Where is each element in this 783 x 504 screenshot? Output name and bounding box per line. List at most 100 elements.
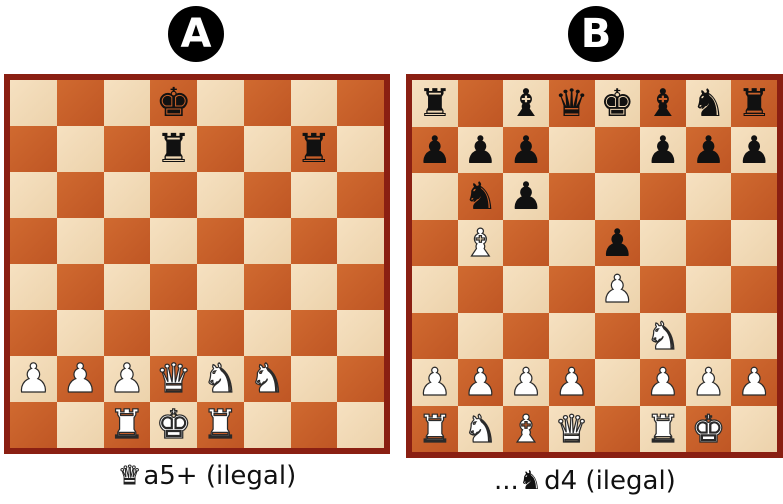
white-pawn-icon: ♟: [418, 363, 452, 401]
square-e2: ♞: [197, 356, 244, 402]
square-d3: [549, 313, 595, 360]
black-rook-icon: ♜: [418, 84, 452, 122]
square-e5: [197, 218, 244, 264]
square-g5: [291, 218, 338, 264]
square-f4: [244, 264, 291, 310]
white-queen-icon: ♛: [156, 359, 192, 399]
white-pawn-icon: ♟: [555, 363, 589, 401]
white-pawn-icon: ♟: [692, 363, 726, 401]
square-g7: ♟: [686, 127, 732, 174]
square-b3: [57, 310, 104, 356]
square-h6: [337, 172, 384, 218]
square-d7: ♜: [150, 126, 197, 172]
square-d1: ♚: [150, 402, 197, 448]
square-e7: [595, 127, 641, 174]
square-d8: ♚: [150, 80, 197, 126]
square-b6: [57, 172, 104, 218]
square-e7: [197, 126, 244, 172]
square-d5: [150, 218, 197, 264]
square-d7: [549, 127, 595, 174]
square-g2: ♟: [686, 359, 732, 406]
black-knight-icon: ♞: [692, 84, 726, 122]
square-f1: [244, 402, 291, 448]
square-e1: [595, 406, 641, 453]
square-g8: [291, 80, 338, 126]
square-c6: [104, 172, 151, 218]
square-a8: ♜: [412, 80, 458, 127]
square-f3: ♞: [640, 313, 686, 360]
caption-b-move: d4 (ilegal): [544, 466, 676, 496]
square-b8: [458, 80, 504, 127]
chessboard-a: ♚♜♜♟♟♟♛♞♞♜♚♜: [4, 74, 390, 454]
square-g4: [686, 266, 732, 313]
square-d4: [150, 264, 197, 310]
square-c4: [104, 264, 151, 310]
square-a4: [412, 266, 458, 313]
black-bishop-icon: ♝: [646, 84, 680, 122]
square-h2: ♟: [731, 359, 777, 406]
square-e8: ♚: [595, 80, 641, 127]
white-pawn-icon: ♟: [600, 270, 634, 308]
square-f3: [244, 310, 291, 356]
square-h1: [731, 406, 777, 453]
square-g6: [686, 173, 732, 220]
square-c2: ♟: [503, 359, 549, 406]
square-c1: ♜: [104, 402, 151, 448]
square-c2: ♟: [104, 356, 151, 402]
white-queen-icon: ♛: [118, 461, 141, 491]
caption-a: ♛ a5+ (ilegal): [118, 461, 296, 491]
square-b2: ♟: [57, 356, 104, 402]
black-pawn-icon: ♟: [509, 131, 543, 169]
square-e4: [197, 264, 244, 310]
square-e5: ♟: [595, 220, 641, 267]
black-knight-icon: ♞: [463, 177, 497, 215]
square-b4: [458, 266, 504, 313]
square-e3: [197, 310, 244, 356]
black-bishop-icon: ♝: [509, 84, 543, 122]
caption-b: ... ♞ d4 (ilegal): [494, 466, 676, 496]
square-b4: [57, 264, 104, 310]
white-pawn-icon: ♟: [509, 363, 543, 401]
square-c5: [503, 220, 549, 267]
square-b2: ♟: [458, 359, 504, 406]
square-c8: ♝: [503, 80, 549, 127]
square-b1: [57, 402, 104, 448]
square-a2: ♟: [10, 356, 57, 402]
white-knight-icon: ♞: [249, 359, 285, 399]
black-pawn-icon: ♟: [692, 131, 726, 169]
square-a3: [10, 310, 57, 356]
square-h7: ♟: [731, 127, 777, 174]
chessboard-a-grid: ♚♜♜♟♟♟♛♞♞♜♚♜: [10, 80, 384, 448]
black-pawn-icon: ♟: [509, 177, 543, 215]
black-pawn-icon: ♟: [737, 131, 771, 169]
square-f5: [244, 218, 291, 264]
square-g3: [291, 310, 338, 356]
black-pawn-icon: ♟: [463, 131, 497, 169]
white-knight-icon: ♞: [463, 410, 497, 448]
square-h3: [337, 310, 384, 356]
square-g4: [291, 264, 338, 310]
square-a5: [10, 218, 57, 264]
black-pawn-icon: ♟: [600, 224, 634, 262]
square-f2: ♞: [244, 356, 291, 402]
square-a5: [412, 220, 458, 267]
square-h4: [337, 264, 384, 310]
square-f6: [244, 172, 291, 218]
white-bishop-icon: ♝: [463, 224, 497, 262]
square-c3: [104, 310, 151, 356]
square-e4: ♟: [595, 266, 641, 313]
square-d3: [150, 310, 197, 356]
white-knight-icon: ♞: [646, 317, 680, 355]
square-h3: [731, 313, 777, 360]
square-f8: [244, 80, 291, 126]
white-bishop-icon: ♝: [509, 410, 543, 448]
square-a1: ♜: [412, 406, 458, 453]
square-e6: [595, 173, 641, 220]
square-c4: [503, 266, 549, 313]
square-g5: [686, 220, 732, 267]
square-a8: [10, 80, 57, 126]
square-e2: [595, 359, 641, 406]
square-h8: [337, 80, 384, 126]
white-pawn-icon: ♟: [109, 359, 145, 399]
caption-a-move: a5+ (ilegal): [143, 461, 296, 491]
